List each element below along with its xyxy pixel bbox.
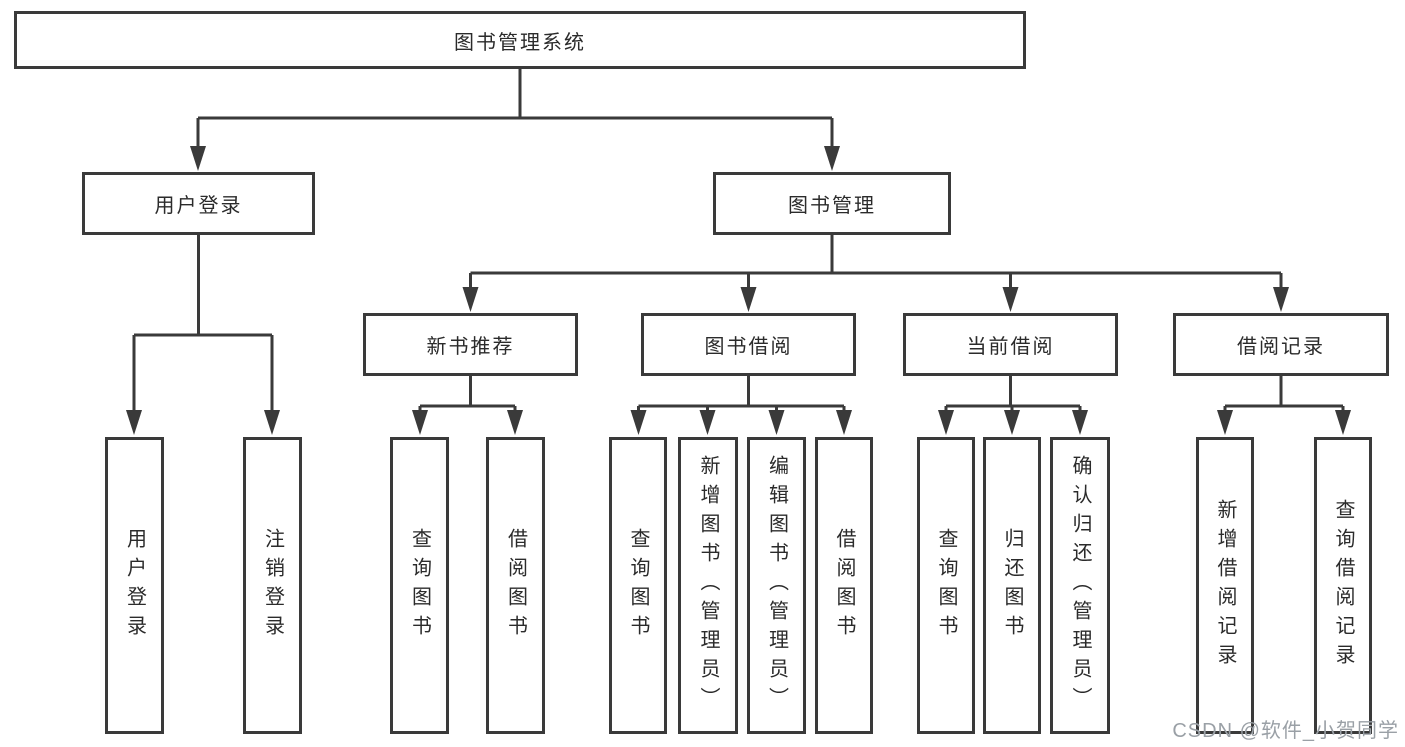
leaf-return-books-label: 归还图书 (1001, 527, 1023, 644)
connector-arrowheads (126, 146, 1351, 435)
leaf-logout: 注销登录 (243, 437, 302, 734)
leaf-return-books: 归还图书 (983, 437, 1041, 734)
leaf-query-books-recommend: 查询图书 (390, 437, 449, 734)
leaf-query-borrow-record: 查询借阅记录 (1314, 437, 1372, 734)
connector-shafts (132, 69, 1345, 414)
leaf-user-login: 用户登录 (105, 437, 164, 734)
leaf-query-books-current-label: 查询图书 (935, 527, 957, 644)
leaf-borrow-books-borrowing-label: 借阅图书 (833, 527, 855, 644)
node-borrow-records-label: 借阅记录 (1237, 336, 1325, 358)
leaf-add-books-admin: 新增图书（管理员） (678, 437, 738, 734)
node-book-borrowing-label: 图书借阅 (704, 336, 793, 358)
leaf-edit-books-admin-label: 编辑图书（管理员） (765, 455, 788, 716)
leaf-user-login-label: 用户登录 (123, 527, 146, 644)
leaf-borrow-books-borrowing: 借阅图书 (815, 437, 873, 734)
node-root-system: 图书管理系统 (14, 11, 1026, 69)
node-new-book-recommend-label: 新书推荐 (426, 336, 515, 358)
leaf-confirm-return-admin-label: 确认归还（管理员） (1069, 455, 1091, 716)
node-book-management-label: 图书管理 (788, 195, 876, 217)
node-new-book-recommend: 新书推荐 (363, 313, 578, 376)
node-user-login-label: 用户登录 (154, 195, 243, 217)
node-user-login: 用户登录 (82, 172, 315, 235)
watermark: CSDN @软件_小贺同学 (1172, 720, 1399, 742)
leaf-query-books-borrowing-label: 查询图书 (627, 527, 649, 644)
leaf-query-books-current: 查询图书 (917, 437, 975, 734)
leaf-query-books-borrowing: 查询图书 (609, 437, 667, 734)
node-book-management: 图书管理 (713, 172, 951, 235)
leaf-add-borrow-record-label: 新增借阅记录 (1214, 498, 1236, 673)
node-book-borrowing: 图书借阅 (641, 313, 856, 376)
leaf-borrow-books-recommend-label: 借阅图书 (504, 527, 527, 644)
leaf-add-books-admin-label: 新增图书（管理员） (697, 455, 719, 716)
leaf-logout-label: 注销登录 (261, 527, 284, 644)
leaf-query-books-recommend-label: 查询图书 (408, 527, 431, 644)
leaf-borrow-books-recommend: 借阅图书 (486, 437, 545, 734)
node-current-borrowing-label: 当前借阅 (966, 336, 1055, 358)
node-root-label: 图书管理系统 (454, 31, 586, 54)
leaf-add-borrow-record: 新增借阅记录 (1196, 437, 1254, 734)
leaf-edit-books-admin: 编辑图书（管理员） (747, 437, 806, 734)
leaf-query-borrow-record-label: 查询借阅记录 (1332, 498, 1354, 673)
node-current-borrowing: 当前借阅 (903, 313, 1118, 376)
node-borrow-records: 借阅记录 (1173, 313, 1389, 376)
leaf-confirm-return-admin: 确认归还（管理员） (1050, 437, 1110, 734)
